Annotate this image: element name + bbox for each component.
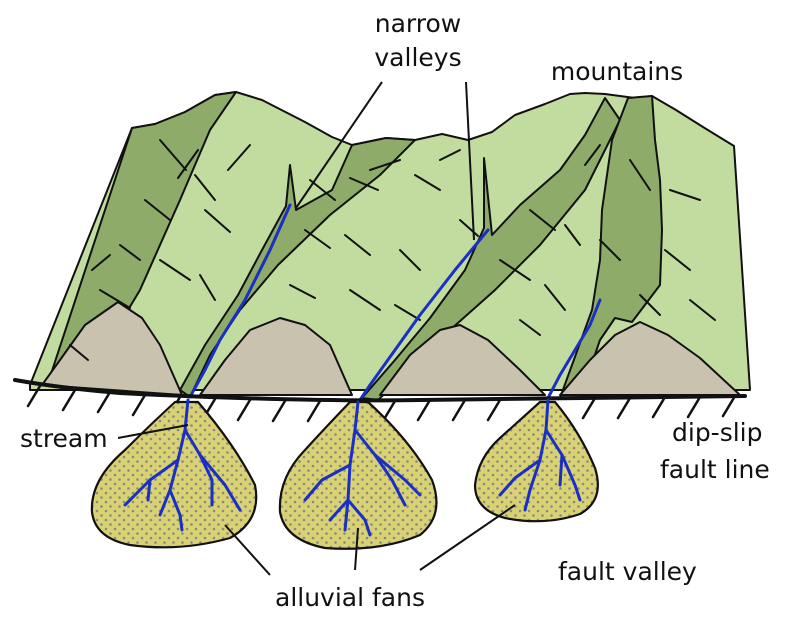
foothill-rock-2 (199, 317, 353, 396)
fault-line-group (13, 378, 747, 423)
label-dip-slip: dip-slip (672, 418, 763, 447)
alluvial-fan-2 (278, 400, 438, 550)
pointer-narrow-valleys-2 (465, 81, 475, 241)
fan-streams (123, 398, 582, 537)
label-mountains: mountains (551, 57, 683, 86)
slope-hatching (69, 139, 716, 361)
dark-slope-valley-2 (361, 97, 621, 401)
foothill-rock-3 (379, 324, 546, 396)
label-narrow: narrow (375, 9, 461, 38)
pointer-fan-1 (224, 524, 271, 576)
foothill-rock-4 (559, 321, 741, 396)
label-stream: stream (20, 424, 108, 453)
valley-stream-3 (546, 298, 602, 400)
label-fault-valley: fault valley (558, 557, 697, 586)
valley-streams (188, 203, 602, 402)
label-alluvial-fans: alluvial fans (275, 583, 425, 612)
label-fault-line: fault line (660, 455, 770, 484)
pointer-fan-2 (354, 527, 359, 571)
pointer-fan-3 (419, 504, 516, 571)
foothill-rock-1 (41, 301, 183, 396)
label-valleys: valleys (374, 43, 461, 72)
pointer-lines (117, 81, 516, 576)
valley-stream-2 (358, 228, 490, 402)
fault-line (13, 378, 747, 403)
pointer-narrow-valleys-1 (295, 81, 383, 209)
fault-ticks (26, 384, 737, 423)
valley-stream-1 (188, 203, 292, 399)
pointer-stream (117, 424, 189, 439)
mountains-block (29, 91, 751, 401)
